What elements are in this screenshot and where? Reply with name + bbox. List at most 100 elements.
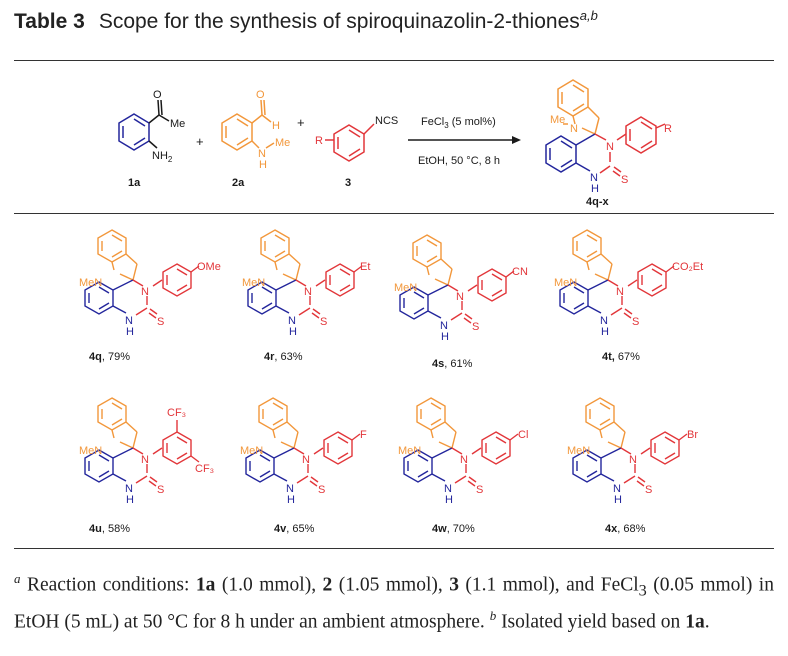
substituent-4u-bottom: CF₃ [195,463,214,475]
structure-label: 4t, [602,351,615,363]
structure-label: MeN [79,445,102,457]
structure-label: MeN [554,277,577,289]
label-4q: 4q, 79% [89,351,130,363]
product-4u: MeN N N H S CF₃ CF₃ 4u, 58% [79,397,214,535]
product-4x: MeN N N H S Br 4x, 68% [567,397,698,535]
scheme-product: Me N N R N H S 4q-x [545,79,672,208]
product-4r: MeN N N H S Et 4r, 63% [242,229,370,363]
structure-label: MeN [567,445,590,457]
label-1a: 1a [128,177,141,189]
substituent-4t: CO₂Et [672,261,703,273]
structure-label: S [157,484,164,496]
label-4v: 4v, 65% [274,523,315,535]
label-4s: 4s, 61% [432,358,473,370]
scheme-1a-nh2-sub: 2 [168,155,173,164]
footnote-b-mark: b [489,608,497,624]
substituent-4s: CN [512,266,528,278]
structure-label: 4v [274,523,287,535]
conditions-fecl-sub: 3 [444,121,449,130]
structure-label: N [302,454,310,466]
table-number: Table 3 [14,10,85,33]
structure-label: , 65% [286,523,314,535]
label-2a: 2a [232,177,245,189]
structure-label: 4u [89,523,102,535]
footnote-a-mark: a [14,571,21,586]
structure-label: S [476,484,483,496]
structure-label: MeN [79,277,102,289]
table-title: Scope for the synthesis of spiroquinazol… [98,10,580,33]
structure-label: 67% [615,351,640,363]
substituent-4r: Et [360,261,370,273]
conditions-loading: (5 mol%) [449,116,496,128]
scheme-reactant-3: R NCS 3 [315,115,398,189]
label-4r: 4r, 63% [264,351,303,363]
structure-label: H [126,494,134,506]
reaction-scheme-figure: O Me NH2 1a + O H N Me H 2a + [79,79,703,535]
svg-text:O: O [256,89,265,101]
structure-label: 4w [432,523,447,535]
structure-label: 4r [264,351,275,363]
structure-label: N [629,454,637,466]
structure-label: N [616,286,624,298]
structure-label: H [126,326,134,338]
substituent-4x: Br [687,429,698,441]
structure-label: N [613,483,621,495]
structure-label: H [614,494,622,506]
middle-rule [14,213,774,214]
structure-label: S [318,484,325,496]
reaction-arrow: FeCl3 (5 mol%) EtOH, 50 °C, 8 h [408,116,521,167]
product-n-right: N [606,141,614,153]
structure-label: S [157,316,164,328]
conditions-solvent: EtOH, 50 °C, 8 h [418,155,500,167]
scheme-reactant-1a: O Me NH2 1a [118,89,185,189]
structure-label: N [600,315,608,327]
product-me: Me [550,114,565,126]
substituent-4u-top: CF₃ [167,407,186,419]
structure-label: H [601,326,609,338]
structure-label: N [286,483,294,495]
structure-label: H [289,326,297,338]
structure-label: N [141,286,149,298]
structure-label: N [440,320,448,332]
scheme-3-ncs: NCS [375,115,398,127]
scheme-2a-me: Me [275,137,290,149]
product-n-top: N [570,123,578,135]
structure-label: , 68% [617,523,645,535]
structure-label: MeN [240,445,263,457]
structure-label: 4q [89,351,102,363]
structure-label: N [125,315,133,327]
structure-label: N [141,454,149,466]
bottom-rule [14,548,774,549]
structure-label: MeN [242,277,265,289]
structure-label: H [441,331,449,343]
structure-label: N [444,483,452,495]
structure-label: 4x [605,523,618,535]
structure-label: S [320,316,327,328]
label-4u: 4u, 58% [89,523,130,535]
structure-label: S [645,484,652,496]
label-4x: 4x, 68% [605,523,646,535]
product-nh-n: N [590,172,598,184]
conditions-fecl: FeCl [421,116,444,128]
structure-label: N [125,483,133,495]
structure-label: MeN [398,445,421,457]
structure-label: N [456,291,464,303]
product-nh-h: H [591,183,599,195]
label-4t: 4t, 67% [602,351,640,363]
plus-sign-2: + [297,115,305,130]
structure-label: S [632,316,639,328]
product-4v: MeN N N H S F 4v, 65% [240,397,367,535]
structure-label: N [288,315,296,327]
svg-text:O: O [153,89,162,101]
structure-label: N [304,286,312,298]
structure-label: , 61% [444,358,472,370]
table-footnotes: a Reaction conditions: 1a (1.0 mmol), 2 … [14,571,774,633]
product-4t: MeN N N H S CO₂Et 4t, 67% [554,229,703,363]
scheme-1a-nh2: NH [152,150,168,162]
top-rule [14,60,774,61]
scheme-2a-h: H [272,120,280,132]
substituent-4v: F [360,429,367,441]
scheme-reactant-2a: O H N Me H 2a [221,89,290,189]
structure-label: MeN [394,282,417,294]
plus-sign-1: + [196,134,204,149]
